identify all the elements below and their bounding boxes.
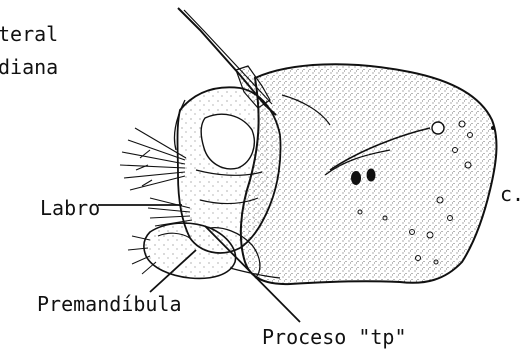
pore-spot [432,122,444,134]
labrum-brush [120,128,186,190]
panel-letter: c. [500,182,524,206]
label-proceso-tp: Proceso "tp" [262,325,407,349]
label-premandibula: Premandíbula [37,292,182,316]
eye-spot [367,169,376,182]
eye-spot [351,171,361,185]
label-labro: Labro [40,196,100,220]
title-fragment-line2: diana [0,55,58,79]
title-fragment-line1: teral [0,22,58,46]
